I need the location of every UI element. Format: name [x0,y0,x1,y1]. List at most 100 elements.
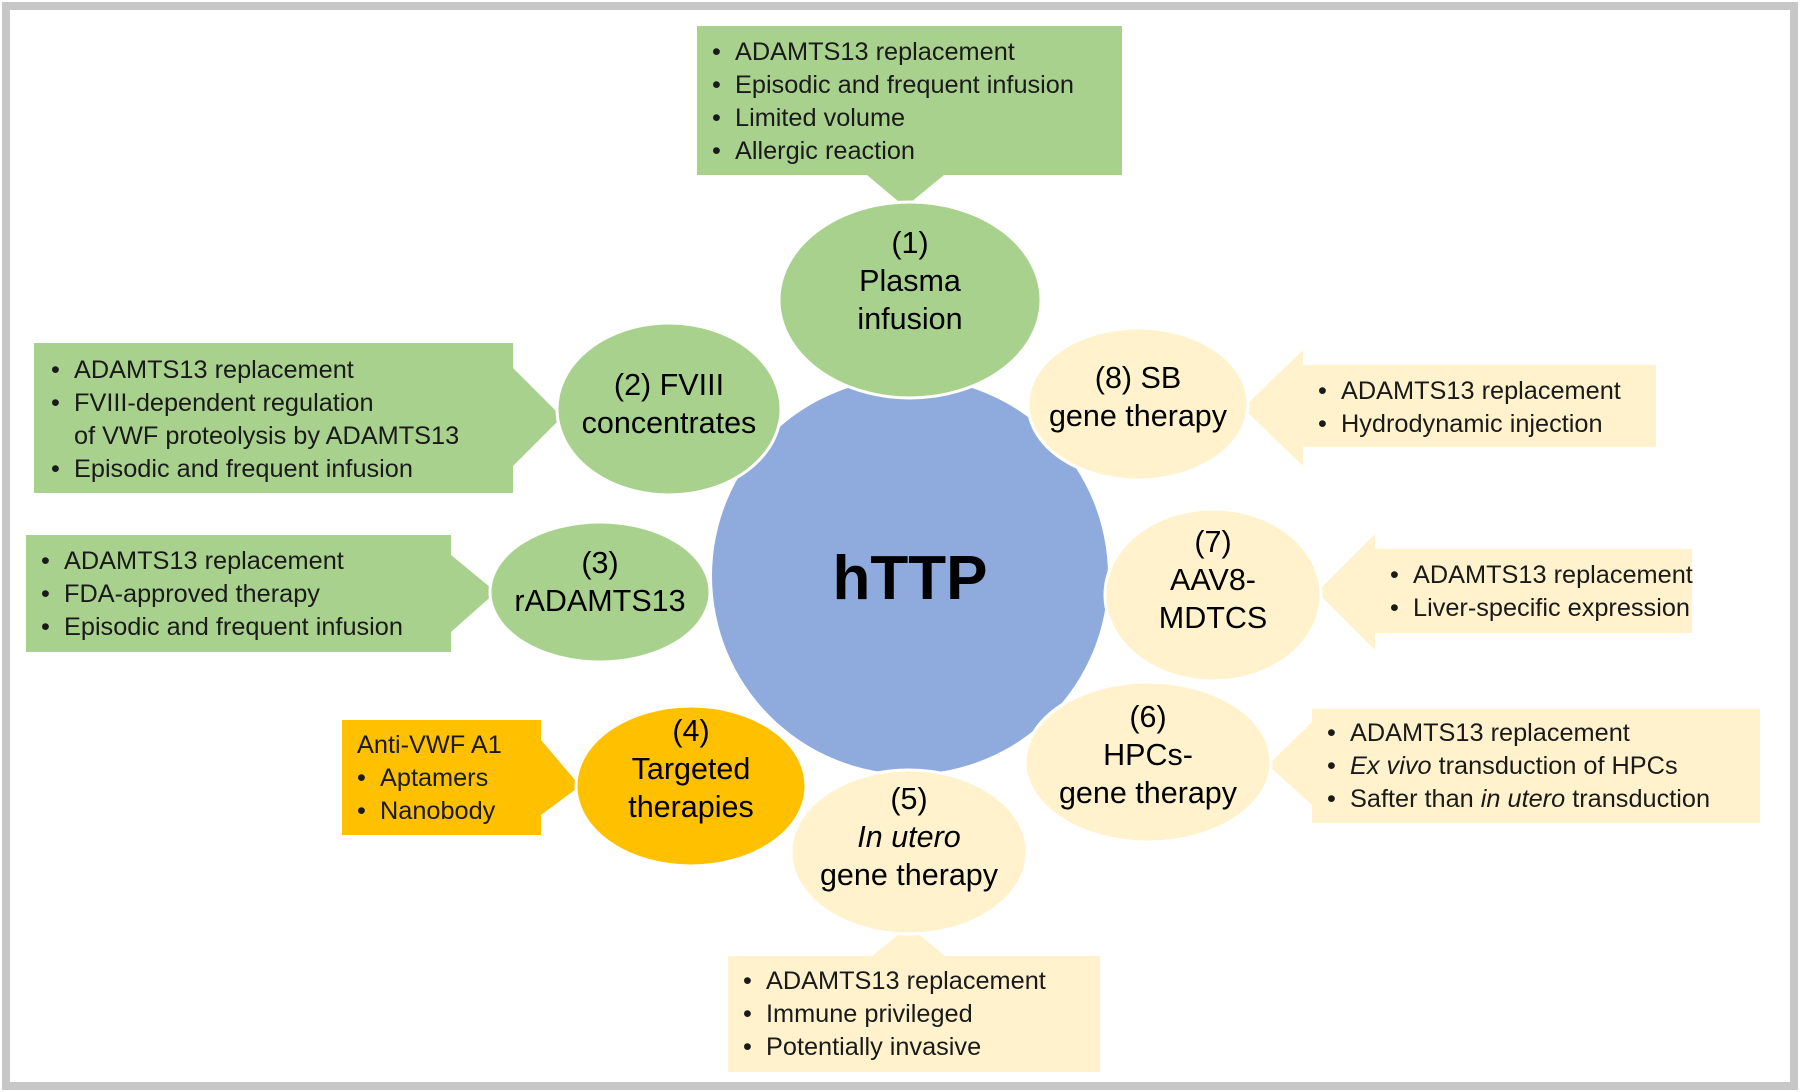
callout-item-segment: ADAMTS13 replacement [1413,561,1693,589]
bullet-marker: • [712,104,721,132]
node-label-line: (5) [890,782,927,816]
center-label: hTTP [833,544,988,613]
callout-item-segment: ADAMTS13 replacement [64,547,344,575]
callout-item-segment: Aptamers [380,764,488,792]
bullet-marker: • [41,580,50,608]
bullet-marker: • [743,1000,752,1028]
node-ellipse [1026,326,1250,482]
callout-item: Potentially invasive [766,1033,981,1061]
callout-item-segment: Nanobody [380,797,496,825]
callout-pointer [872,926,945,956]
node-label-line: rADAMTS13 [514,584,685,618]
bullet-marker: • [712,71,721,99]
node-ellipse [574,704,808,868]
callout-c5: •ADAMTS13 replacement•Immune privileged•… [728,926,1100,1072]
bullet-marker: • [51,455,60,483]
callout-pointer [513,368,562,466]
callout-pointer [1317,534,1375,650]
callout-c7: • ADAMTS13 replacement • Liver-specific exp… [1317,534,1693,650]
bullet-marker: • [1318,377,1327,405]
bullet-marker: • [357,764,366,792]
node-label-line: HPCs- [1103,738,1193,772]
callout-pointer [1268,722,1312,805]
callout-box [1375,549,1692,633]
bullet-marker: • [41,547,50,575]
callout-c6: • ADAMTS13 replacement • Ex vivo transducti… [1268,709,1760,823]
node-label-line: AAV8- [1170,563,1256,597]
bullet-marker: • [1390,594,1399,622]
center-group: hTTP [712,378,1108,774]
callout-item: ADAMTS13 replacement [74,356,354,384]
callout-item-segment: Episodic and frequent infusion [74,455,413,483]
callout-item-segment: Safter than [1350,785,1481,813]
node-n6: (6) HPCs-gene therapy [1023,680,1273,844]
node-ellipse [555,321,783,497]
callout-item: Aptamers [380,764,488,792]
callout-item: Safter than in utero transduction [1350,785,1710,813]
node-n7: (7) AAV8- MDTCS [1103,507,1323,683]
node-label-line: gene therapy [1059,776,1238,810]
callout-item-segment: transduction [1565,785,1710,813]
callout-item: Liver-specific expression [1413,594,1690,622]
callout-pointer [1243,350,1303,466]
callout-item: ADAMTS13 replacement [735,38,1015,66]
callout-box [728,956,1100,1072]
callout-item-segment: Liver-specific expression [1413,594,1690,622]
callout-item-segment: of VWF proteolysis by ADAMTS13 [74,422,459,450]
callout-item-segment: in utero [1481,785,1565,813]
node-label-line: gene therapy [1049,399,1228,433]
callout-header: Anti-VWF A1 [357,731,502,759]
bullet-marker: • [743,967,752,995]
node-ellipse [488,520,712,664]
callout-item-segment: ADAMTS13 replacement [1350,719,1630,747]
center-circle [712,378,1108,774]
callout-item: Episodic and frequent infusion [735,71,1074,99]
node-label-line: (6) [1129,700,1166,734]
callout-item-segment: ADAMTS13 replacement [735,38,1015,66]
callout-item: Ex vivo transduction of HPCs [1350,752,1678,780]
callout-item-segment: transduction of HPCs [1432,752,1678,780]
bullet-marker: • [51,356,60,384]
node-n1: (1) Plasma infusion [777,200,1043,400]
bullet-marker: • [743,1033,752,1061]
node-label-line: (8) SB [1095,361,1181,395]
node-label-line: infusion [857,302,962,336]
callout-item: Nanobody [380,797,496,825]
node-label-line: Plasma [859,264,961,298]
callout-item-segment: Episodic and frequent infusion [64,613,403,641]
callout-item: Hydrodynamic injection [1341,410,1603,438]
node-label-line: concentrates [582,406,757,440]
bullet-marker: • [1327,752,1336,780]
node-label-line: (7) [1194,525,1231,559]
node-label-line: MDTCS [1159,601,1267,635]
bullet-marker: • [712,137,721,165]
node-n8: (8) SB gene therapy [1026,326,1250,482]
bullet-marker: • [357,797,366,825]
callout-item: FVIII-dependent regulation [74,389,374,417]
bullet-marker: • [712,38,721,66]
callout-item: ADAMTS13 replacement [766,967,1046,995]
node-label-line: therapies [628,790,753,824]
callout-c4: Anti-VWF A1 • Aptamers • Nanobody [342,720,580,835]
node-n3: (3)rADAMTS13 [488,520,712,664]
bullet-marker: • [1318,410,1327,438]
callout-item-segment: ADAMTS13 replacement [766,967,1046,995]
callout-item-segment: ADAMTS13 replacement [1341,377,1621,405]
callout-item-segment: Hydrodynamic injection [1341,410,1603,438]
callout-c8: • ADAMTS13 replacement • Hydrodynamic injec… [1243,350,1656,466]
bullet-marker: • [1390,561,1399,589]
bullet-marker: • [51,389,60,417]
callout-item-segment: Ex vivo [1350,752,1432,780]
callout-item: ADAMTS13 replacement [64,547,344,575]
callout-item: ADAMTS13 replacement [1341,377,1621,405]
callout-pointer [867,175,944,207]
callout-item: ADAMTS13 replacement [1413,561,1693,589]
node-label-line: In utero [857,820,960,854]
callout-item-segment: Allergic reaction [735,137,915,165]
bullet-marker: • [1327,785,1336,813]
node-label-line: (1) [891,226,928,260]
